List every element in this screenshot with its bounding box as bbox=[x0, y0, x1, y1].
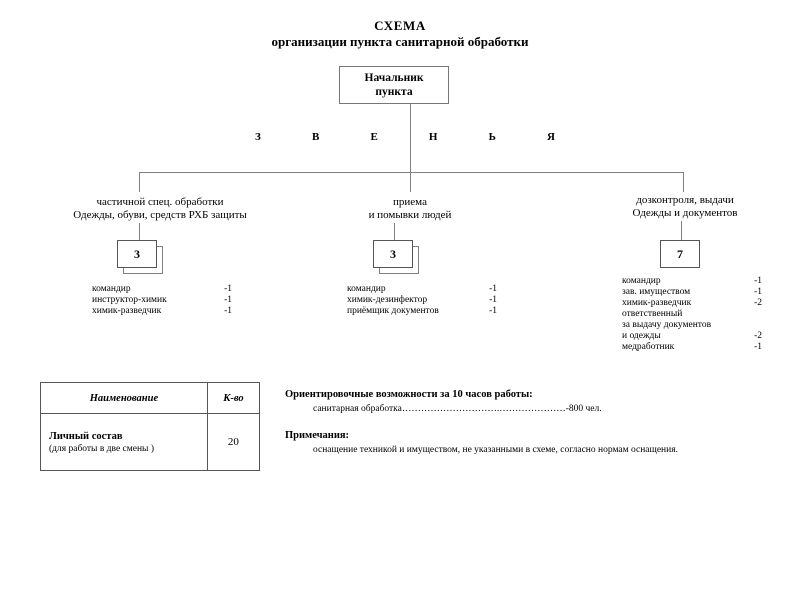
branch-2-label-line-1: дозконтроля, выдачи bbox=[636, 194, 734, 206]
table-cell-name-main: Личный состав bbox=[49, 430, 123, 442]
staff-row: командир -1 bbox=[347, 284, 497, 295]
notes-section: Ориентировочные возможности за 10 часов … bbox=[285, 388, 775, 457]
remarks-note: Примечания: оснащение техникой и имущест… bbox=[285, 429, 775, 457]
connector-distribution-bar bbox=[139, 172, 684, 173]
staff-role: химик-дезинфектор bbox=[347, 295, 428, 305]
connector-branch-1-to-box bbox=[394, 223, 395, 240]
branch-0-count-box: 3 bbox=[117, 240, 163, 274]
staff-role: командир bbox=[92, 284, 131, 294]
staff-qty bbox=[752, 309, 762, 320]
branch-2-count-value: 7 bbox=[677, 246, 683, 261]
branch-label-dose-control-issue: дозконтроля, выдачи Одежды и документов bbox=[585, 194, 785, 220]
staff-qty: -2 bbox=[754, 331, 762, 341]
branch-1-label-line-2: и помывки людей bbox=[368, 209, 452, 221]
connector-drop-center bbox=[410, 172, 411, 192]
staff-qty: -1 bbox=[489, 306, 497, 316]
staff-role: командир bbox=[347, 284, 386, 294]
staff-role: за выдачу документов bbox=[622, 320, 712, 330]
connector-branch-2-to-box bbox=[681, 221, 682, 240]
staff-row: химик-разведчик -2 bbox=[622, 298, 762, 309]
staff-row: химик-разведчик -1 bbox=[92, 306, 232, 317]
table-cell-name: Личный состав (для работы в две смены ) bbox=[40, 413, 208, 471]
staff-row: химик-дезинфектор -1 bbox=[347, 295, 497, 306]
staff-qty: -1 bbox=[754, 342, 762, 352]
title-line-1: СХЕМА bbox=[374, 18, 426, 33]
staff-qty: -1 bbox=[489, 295, 497, 305]
branch-1-staff-list: командир -1 химик-дезинфектор -1 приёмщи… bbox=[347, 284, 497, 317]
staff-role: химик-разведчик bbox=[92, 306, 162, 316]
staff-row: зав. имуществом -1 bbox=[622, 287, 762, 298]
node-chief-line-2: пункта bbox=[375, 86, 413, 98]
table-header-row: Наименование К-во bbox=[40, 382, 261, 414]
staff-role: химик-разведчик bbox=[622, 298, 692, 308]
staff-qty: -1 bbox=[754, 287, 762, 297]
connector-drop-left bbox=[139, 172, 140, 192]
branch-2-count-box: 7 bbox=[660, 240, 706, 274]
branch-0-label-line-1: частичной спец. обработки bbox=[96, 196, 224, 208]
branch-0-count-value-wrap: 3 bbox=[117, 240, 157, 268]
staff-row: ответственный bbox=[622, 309, 762, 320]
staff-qty: -2 bbox=[754, 298, 762, 308]
remarks-line: оснащение техникой и имуществом, не указ… bbox=[313, 445, 678, 455]
zvenya-letter-4: Ь bbox=[488, 131, 496, 143]
staff-row: и одежды -2 bbox=[622, 331, 762, 342]
node-chief: Начальник пункта bbox=[339, 66, 449, 104]
staff-row: медработник -1 bbox=[622, 342, 762, 353]
branch-label-partial-decontamination: частичной спец. обработки Одежды, обуви,… bbox=[20, 196, 300, 222]
branch-2-label-line-2: Одежды и документов bbox=[632, 207, 738, 219]
staff-qty: -1 bbox=[224, 306, 232, 316]
zvenya-letter-3: Н bbox=[428, 131, 438, 143]
staff-role: ответственный bbox=[622, 309, 683, 319]
branch-1-count-value-wrap: 3 bbox=[373, 240, 413, 268]
staff-qty: -1 bbox=[754, 276, 762, 286]
connector-branch-0-to-box bbox=[139, 223, 140, 240]
zvenya-letter-2: Е bbox=[370, 131, 378, 143]
staff-qty bbox=[752, 320, 762, 331]
branch-0-staff-list: командир -1 инструктор-химик -1 химик-ра… bbox=[92, 284, 232, 317]
zvenya-row: З В Е Н Ь Я bbox=[255, 131, 555, 143]
branch-1-label-line-1: приема bbox=[393, 196, 427, 208]
staff-row: инструктор-химик -1 bbox=[92, 295, 232, 306]
specification-table: Наименование К-во Личный состав (для раб… bbox=[40, 382, 261, 471]
table-header-name: Наименование bbox=[40, 382, 208, 414]
branch-label-reception-washing: приема и помывки людей bbox=[320, 196, 500, 222]
table-row: Личный состав (для работы в две смены ) … bbox=[40, 413, 261, 471]
branch-0-label-line-2: Одежды, обуви, средств РХБ защиты bbox=[73, 209, 247, 221]
branch-1-count-box: 3 bbox=[373, 240, 419, 274]
staff-role: приёмщик документов bbox=[347, 306, 439, 316]
staff-role: командир bbox=[622, 276, 661, 286]
staff-qty: -1 bbox=[224, 295, 232, 305]
branch-1-count-value: 3 bbox=[390, 246, 396, 261]
capacity-line: санитарная обработка………………………….…………………-8… bbox=[313, 404, 602, 414]
staff-row: приёмщик документов -1 bbox=[347, 306, 497, 317]
connector-chief-trunk bbox=[410, 104, 411, 173]
zvenya-letter-0: З bbox=[255, 131, 261, 143]
title-line-2: организации пункта санитарной обработки bbox=[271, 34, 529, 49]
zvenya-letter-5: Я bbox=[547, 131, 555, 143]
branch-2-staff-list: командир -1 зав. имуществом -1 химик-раз… bbox=[622, 276, 762, 353]
staff-qty: -1 bbox=[224, 284, 232, 294]
staff-qty: -1 bbox=[489, 284, 497, 294]
table-header-qty: К-во bbox=[206, 382, 261, 414]
capacity-heading: Ориентировочные возможности за 10 часов … bbox=[285, 389, 533, 400]
connector-drop-right bbox=[683, 172, 684, 192]
staff-role: и одежды bbox=[622, 331, 661, 341]
capacity-note: Ориентировочные возможности за 10 часов … bbox=[285, 388, 775, 416]
staff-role: зав. имуществом bbox=[622, 287, 691, 297]
branch-0-count-value: 3 bbox=[134, 246, 140, 261]
staff-row: командир -1 bbox=[622, 276, 762, 287]
remarks-heading: Примечания: bbox=[285, 430, 350, 441]
zvenya-letter-1: В bbox=[311, 131, 320, 143]
staff-role: медработник bbox=[622, 342, 675, 352]
staff-row: командир -1 bbox=[92, 284, 232, 295]
staff-role: инструктор-химик bbox=[92, 295, 167, 305]
branch-2-count-value-wrap: 7 bbox=[660, 240, 700, 268]
staff-row: за выдачу документов bbox=[622, 320, 762, 331]
page-title: СХЕМА организации пункта санитарной обра… bbox=[0, 18, 800, 50]
table-cell-name-sub: (для работы в две смены ) bbox=[49, 443, 154, 454]
table-cell-qty: 20 bbox=[206, 413, 261, 471]
node-chief-line-1: Начальник bbox=[364, 72, 424, 84]
